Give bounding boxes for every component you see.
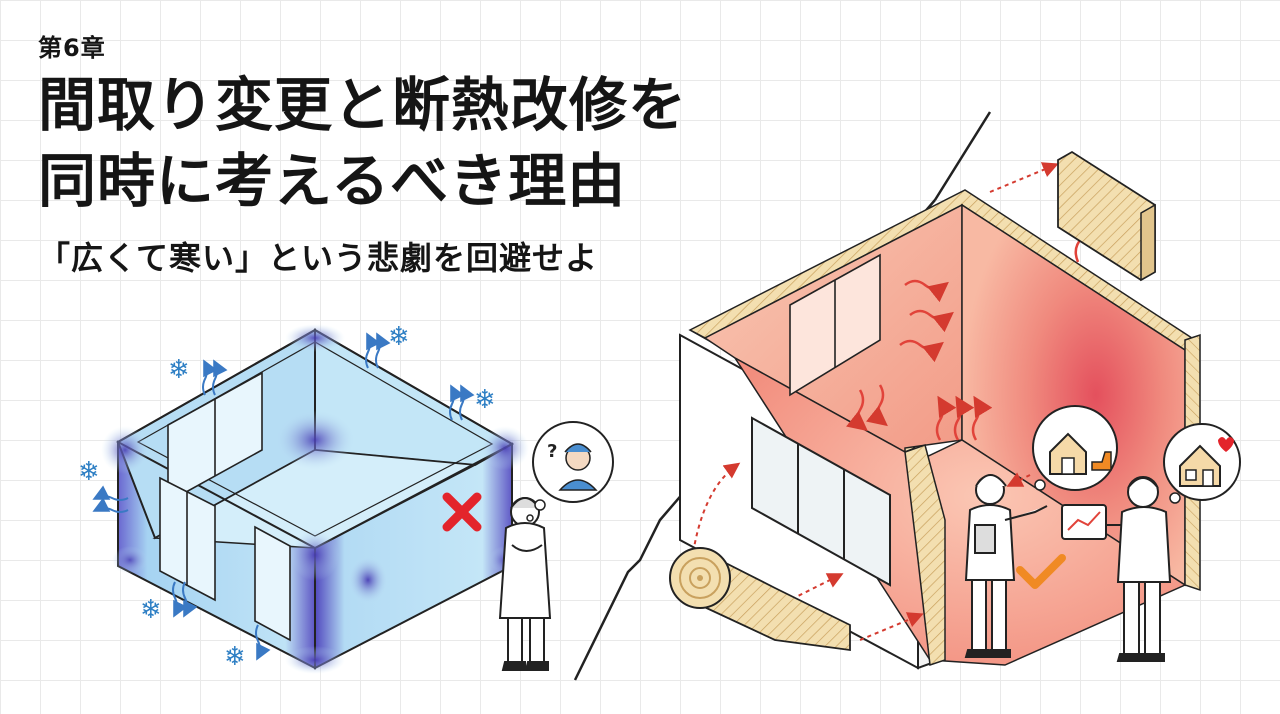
svg-text:?: ? (547, 441, 557, 462)
snowflake-icon: ❄ (78, 457, 100, 487)
snowflake-icon: ❄ (168, 355, 190, 385)
snowflake-icon: ❄ (388, 322, 410, 352)
consultant-person (964, 474, 1048, 658)
client-person (1061, 476, 1172, 662)
orange-check-icon (1016, 554, 1066, 589)
subtitle: 「広くて寒い」という悲劇を回避せよ (38, 239, 599, 277)
insulation-roll (669, 547, 851, 652)
title-block: 第6章 間取り変更と断熱改修を 同時に考えるべき理由 「広くて寒い」という悲劇を… (38, 28, 687, 279)
snowflake-icon: ❄ (224, 642, 246, 672)
title-line-1: 間取り変更と断熱改修を (38, 71, 688, 139)
insulation-panel (1057, 150, 1156, 282)
cold-person-icon: ? (526, 421, 614, 522)
snowflake-icon: ❄ (140, 595, 162, 625)
chapter-label: 第6章 (38, 34, 106, 62)
house-thumbs-up-icon (1032, 405, 1118, 491)
red-x-icon (442, 492, 482, 532)
cold-house: ❄ ❄ ❄ ❄ ❄ ❄ (78, 322, 529, 674)
title-line-2: 同時に考えるべき理由 (38, 147, 627, 215)
house-heart-icon (1163, 423, 1241, 504)
snowflake-icon: ❄ (474, 385, 496, 415)
